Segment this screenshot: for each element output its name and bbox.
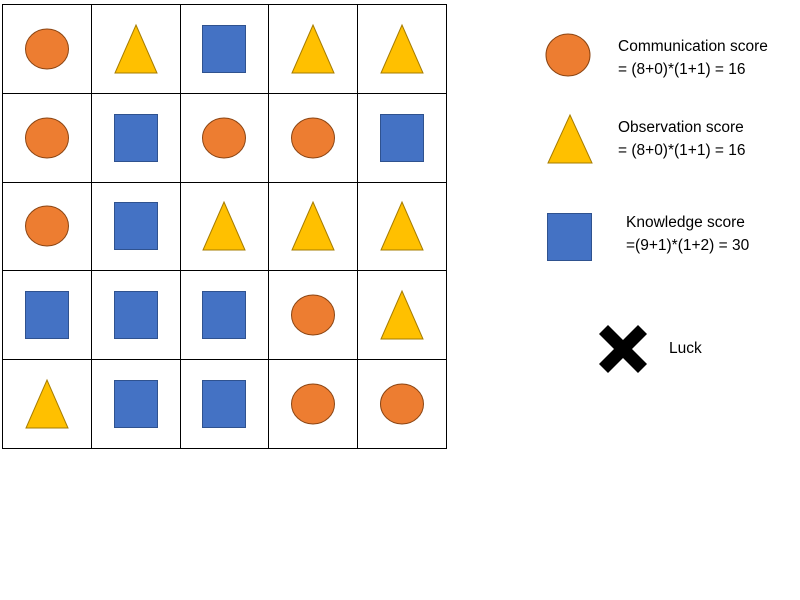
blue-square-icon [113,291,158,340]
knowledge-text: Knowledge score =(9+1)*(1+2) = 30 [626,211,749,257]
orange-circle-icon [380,383,425,425]
board-cell-r3-c5[interactable] [358,182,447,272]
yellow-triangle-icon [291,23,336,74]
board-cell-r3-c3[interactable] [180,182,270,272]
board-cell-r3-c4[interactable] [269,182,359,272]
blue-square-icon [380,113,425,162]
board-cell-r5-c3[interactable] [180,360,270,449]
blue-square-icon [202,291,247,340]
game-board [2,4,447,449]
blue-square-icon [113,380,158,429]
orange-circle-icon [202,117,247,159]
board-cell-r3-c2[interactable] [91,182,181,272]
orange-circle-icon [291,383,336,425]
yellow-triangle-icon [547,113,593,164]
board-cell-r4-c5[interactable] [358,271,447,361]
yellow-triangle-icon [380,23,424,74]
yellow-triangle-icon [202,201,247,251]
yellow-triangle-icon [113,23,158,74]
blue-square-icon [113,113,158,162]
board-cell-r1-c3[interactable] [180,5,270,94]
orange-circle-icon [24,205,69,247]
blue-square-icon [202,24,247,73]
knowledge-label: Knowledge score [626,214,745,231]
observation-formula: = (8+0)*(1+1) = 16 [618,142,746,159]
board-cell-r5-c1[interactable] [3,360,92,449]
board-cell-r2-c2[interactable] [91,93,181,183]
blue-square-icon [547,213,592,261]
board-cell-r1-c1[interactable] [3,5,92,94]
blue-square-icon [202,380,247,429]
board-cell-r1-c4[interactable] [269,5,359,94]
board-cell-r4-c4[interactable] [269,271,359,361]
orange-circle-icon [291,117,336,159]
blue-square-icon [24,291,69,340]
luck-label: Luck [669,340,702,357]
blue-square-icon [113,202,158,251]
communication-text: Communication score = (8+0)*(1+1) = 16 [618,35,768,81]
observation-label: Observation score [618,119,744,136]
board-cell-r2-c1[interactable] [3,93,92,183]
board-cell-r2-c5[interactable] [358,93,447,183]
knowledge-formula: =(9+1)*(1+2) = 30 [626,237,750,254]
yellow-triangle-icon [380,290,424,340]
board-cell-r1-c2[interactable] [91,5,181,94]
observation-text: Observation score = (8+0)*(1+1) = 16 [618,116,746,162]
board-cell-r5-c2[interactable] [91,360,181,449]
board-cell-r2-c4[interactable] [269,93,359,183]
luck-text: Luck [669,337,702,360]
communication-formula: = (8+0)*(1+1) = 16 [618,61,746,78]
orange-circle-icon [545,33,591,77]
board-cell-r5-c4[interactable] [269,360,359,449]
yellow-triangle-icon [380,201,424,251]
board-cell-r1-c5[interactable] [358,5,447,94]
board-cell-r4-c3[interactable] [180,271,270,361]
orange-circle-icon [291,294,336,336]
x-mark-icon [599,325,647,373]
board-cell-r4-c2[interactable] [91,271,181,361]
yellow-triangle-icon [291,201,336,251]
yellow-triangle-icon [25,378,69,429]
board-cell-r5-c5[interactable] [358,360,447,449]
board-cell-r2-c3[interactable] [180,93,270,183]
communication-label: Communication score [618,38,768,55]
orange-circle-icon [24,28,69,70]
orange-circle-icon [24,117,69,159]
board-cell-r4-c1[interactable] [3,271,92,361]
board-cell-r3-c1[interactable] [3,182,92,272]
